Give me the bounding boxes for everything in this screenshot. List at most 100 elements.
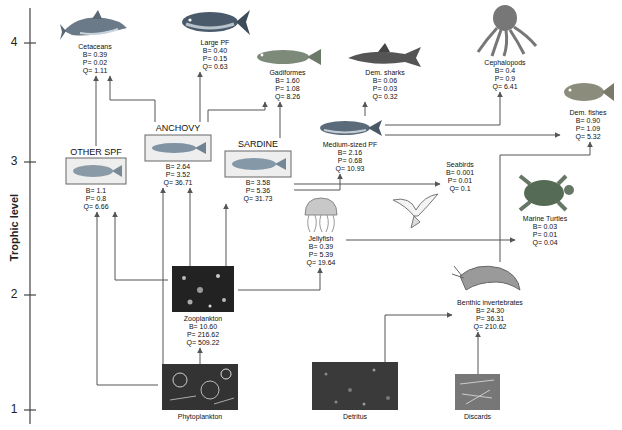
feeding-link (200, 348, 201, 364)
phytoplankton-picture (173, 373, 187, 387)
species-node: Dem. fishesB= 0.90P= 1.09Q= 5.32 (560, 76, 616, 142)
species-value: B= 0.39 (83, 51, 107, 59)
species-value: P= 0.01 (448, 177, 472, 185)
species-value: P= 1.09 (576, 125, 600, 133)
species-node: Large PFB= 0.40P= 0.15Q= 0.63 (180, 4, 250, 72)
turtle-picture (520, 176, 566, 210)
zooplankton-picture (222, 298, 226, 302)
axis-tick-label: 4 (8, 35, 20, 49)
species-value: B= 2.64 (166, 163, 190, 171)
species-node: Medium-sized PFB= 2.16P= 0.68Q= 10.93 (315, 116, 385, 174)
species-value: Q= 6.41 (492, 83, 517, 91)
species-node: SeabirdsB= 0.001P= 0.01Q= 0.1 (440, 160, 480, 194)
gadiform-picture (257, 50, 309, 64)
feeding-link (385, 92, 500, 125)
species-value: Q= 210.62 (474, 323, 507, 331)
feeding-link (110, 76, 155, 122)
sardine-picture (232, 158, 276, 170)
species-node: Benthic invertebratesB= 24.30P= 36.31Q= … (452, 262, 528, 332)
species-name: Discards (464, 413, 491, 421)
feeding-link (294, 174, 340, 190)
detritus-picture (335, 401, 338, 404)
trophic-axis (24, 8, 36, 424)
discards-picture (455, 374, 500, 410)
anchovy-picture (145, 135, 211, 161)
species-value: B= 0.4 (495, 67, 515, 75)
species-value: P= 0.02 (83, 59, 107, 67)
feeding-link (190, 188, 191, 266)
species-value: P= 0.68 (338, 157, 362, 165)
species-node: OTHER SPFB= 1.1P= 0.8Q= 6.66 (62, 146, 130, 212)
species-value: P= 216.62 (187, 331, 219, 339)
octopus-picture (493, 5, 517, 31)
species-name: Zooplankton (184, 315, 223, 323)
jellyfish-picture (305, 198, 337, 215)
trophic-axis (24, 161, 36, 162)
species-node: Detritus (310, 362, 400, 422)
anchovy-picture (152, 143, 196, 153)
species-name: Dem. sharks (365, 69, 404, 77)
species-name: OTHER SPF (70, 147, 122, 157)
demersal-fish-picture (569, 89, 572, 92)
species-name: Cetaceans (78, 43, 111, 51)
detritus-picture (325, 373, 328, 376)
species-node: CetaceansB= 0.39P= 0.02Q= 1.11 (60, 10, 130, 76)
species-value: Q= 509.22 (187, 339, 220, 347)
demersal-fish-picture (602, 83, 614, 101)
phytoplankton-picture (201, 381, 219, 399)
medium-pelagic-picture (320, 120, 382, 136)
tuna-picture (188, 18, 191, 21)
species-value: B= 0.90 (576, 117, 600, 125)
sardine-picture (225, 151, 291, 177)
trophic-axis (24, 409, 36, 410)
gadiform-picture (261, 54, 264, 57)
phytoplankton-picture (221, 369, 231, 379)
detritus-picture (363, 403, 366, 406)
axis-tick-label: 3 (8, 154, 20, 168)
species-name: Phytoplankton (178, 413, 222, 421)
feeding-link (238, 268, 320, 290)
anchovy-picture (195, 142, 206, 154)
feeding-link (97, 212, 158, 385)
axis-tick-label: 2 (8, 287, 20, 301)
other-spf-picture (66, 158, 126, 184)
species-value: B= 3.58 (246, 179, 270, 187)
species-name: ANCHOVY (156, 123, 201, 133)
feeding-link (200, 72, 201, 122)
sardine-picture (225, 151, 291, 177)
species-value: P= 0.01 (533, 231, 557, 239)
detritus-picture (348, 388, 352, 392)
axis-tick-label: 1 (8, 402, 20, 416)
feeding-link (346, 240, 515, 241)
turtle-picture (524, 180, 564, 206)
other-spf-picture (66, 158, 126, 184)
species-value: Q= 31.73 (244, 195, 273, 203)
species-value: Q= 10.93 (336, 165, 365, 173)
detritus-picture (386, 396, 390, 400)
feeding-link (500, 142, 590, 262)
species-name: Detritus (343, 413, 367, 421)
turtle-picture (520, 176, 574, 210)
phytoplankton-picture (162, 364, 238, 410)
detritus-picture (373, 369, 376, 372)
species-name: Large PF (201, 39, 230, 47)
species-value: Q= 0.63 (202, 63, 227, 71)
species-node: Dem. sharksB= 0.06P= 0.03Q= 0.32 (345, 46, 425, 102)
octopus-picture (492, 30, 501, 56)
other-spf-picture (73, 165, 113, 177)
zooplankton-picture (188, 300, 193, 305)
tuna-picture (182, 12, 238, 32)
zooplankton-picture (209, 305, 212, 308)
species-node: CephalopodsB= 0.4P= 0.9Q= 6.41 (470, 4, 540, 92)
detritus-picture (312, 362, 398, 410)
zooplankton-picture (182, 276, 186, 280)
detritus-picture (312, 362, 398, 410)
species-value: P= 5.36 (246, 187, 270, 195)
species-value: B= 0.39 (309, 243, 333, 251)
species-value: B= 0.06 (373, 77, 397, 85)
zooplankton-picture (172, 266, 234, 312)
trophic-axis (29, 8, 30, 424)
species-name: Benthic invertebrates (457, 299, 523, 307)
species-value: P= 0.8 (86, 195, 106, 203)
